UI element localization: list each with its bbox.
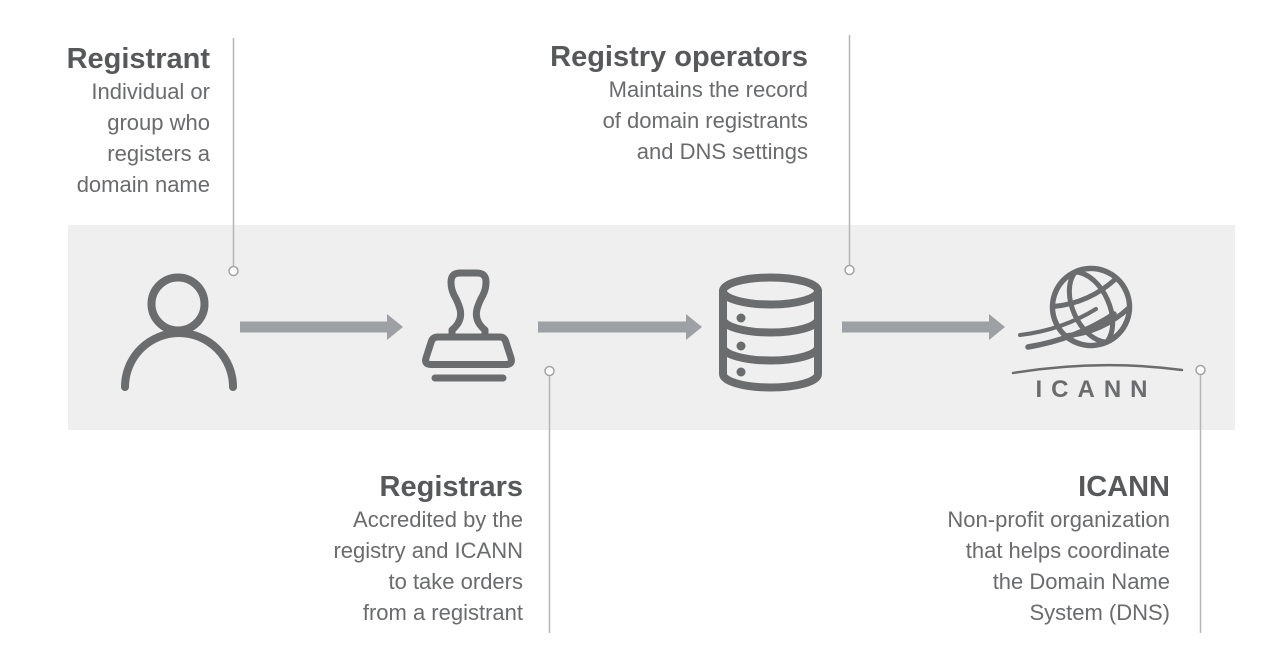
- icann-description-line: Non-profit organization: [947, 507, 1170, 532]
- icann-label: ICANN Non-profit organization that helps…: [880, 470, 1170, 628]
- registrars-description-line: Accredited by the: [353, 507, 523, 532]
- arrow-icon: [240, 314, 403, 340]
- database-icon: [719, 273, 822, 392]
- registry-operators-label: Registry operators Maintains the record …: [478, 40, 808, 167]
- icann-wordmark: ICANN: [1036, 376, 1157, 403]
- registry-operators-description-line: Maintains the record: [608, 77, 808, 102]
- registrant-description-line: group who: [107, 110, 210, 135]
- arrow-icon: [538, 314, 702, 340]
- connector-dot: [228, 265, 239, 277]
- icann-heading: ICANN: [1078, 471, 1170, 503]
- connector-dot: [544, 365, 555, 377]
- arrow-icon: [842, 314, 1005, 340]
- registrars-label: Registrars Accredited by the registry an…: [283, 470, 523, 628]
- stamp-icon: [422, 269, 515, 382]
- connector-dot: [1195, 364, 1206, 376]
- icann-description-line: System (DNS): [1029, 600, 1170, 625]
- icann-connector: [1195, 364, 1206, 633]
- globe-swoosh: [1018, 307, 1117, 350]
- registrars-heading: Registrars: [379, 471, 523, 503]
- registrars-description-line: from a registrant: [362, 600, 523, 625]
- registry-operators-description-line: and DNS settings: [636, 139, 808, 164]
- icann-underline-curve: [1011, 363, 1184, 375]
- registry-operators-connector: [844, 35, 855, 276]
- registrars-description-line: to take orders: [388, 569, 523, 594]
- registrant-heading: Registrant: [66, 43, 210, 75]
- registrant-description-line: Individual or: [91, 79, 210, 104]
- icann-description-line: that helps coordinate: [965, 538, 1170, 563]
- connector-dot: [844, 264, 855, 276]
- person-icon: [121, 273, 237, 391]
- registrars-connector: [544, 365, 555, 633]
- icann-description-line: the Domain Name: [992, 569, 1170, 594]
- registrant-description-line: domain name: [76, 172, 210, 197]
- registry-operators-heading: Registry operators: [550, 41, 808, 73]
- registrant-description-line: registers a: [107, 141, 210, 166]
- icann-logo: ICANN: [1011, 265, 1184, 403]
- registrars-description-line: registry and ICANN: [333, 538, 523, 563]
- registrant-connector: [228, 38, 239, 277]
- registry-operators-description-line: of domain registrants: [602, 108, 808, 133]
- registrant-label: Registrant Individual or group who regis…: [0, 42, 210, 200]
